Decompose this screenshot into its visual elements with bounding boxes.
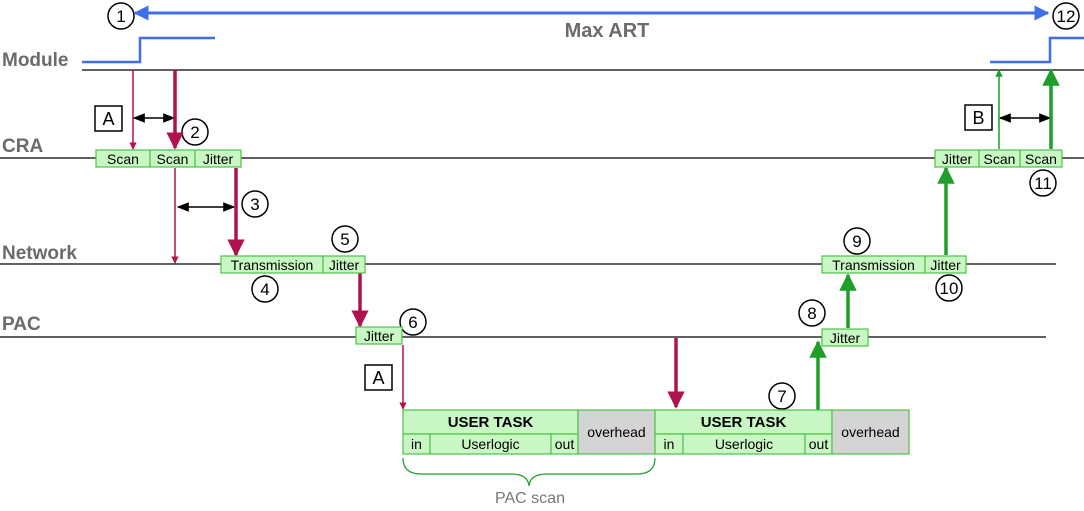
network-right-transmission-box: Transmission <box>821 255 926 274</box>
svg-text:overhead: overhead <box>841 424 899 440</box>
svg-text:in: in <box>411 436 422 452</box>
svg-text:out: out <box>809 436 829 452</box>
marker-4: 4 <box>251 275 279 303</box>
label-a-top: A <box>94 105 123 132</box>
svg-text:overhead: overhead <box>587 424 645 440</box>
cra-right-scan-box-1: Scan <box>978 149 1021 168</box>
module-signal-right <box>990 36 1084 64</box>
svg-text:Jitter: Jitter <box>329 257 360 273</box>
svg-text:B: B <box>972 108 984 128</box>
cra-right-scan-box-2: Scan <box>1019 149 1063 168</box>
svg-text:in: in <box>664 436 675 452</box>
svg-text:USER TASK: USER TASK <box>701 414 787 431</box>
svg-text:5: 5 <box>340 230 349 249</box>
label-a-pac: A <box>364 364 393 391</box>
svg-text:out: out <box>555 436 575 452</box>
svg-text:Transmission: Transmission <box>832 257 915 273</box>
svg-text:6: 6 <box>408 313 417 332</box>
svg-text:10: 10 <box>940 279 959 298</box>
svg-text:8: 8 <box>807 304 816 323</box>
svg-text:Scan: Scan <box>107 151 139 167</box>
svg-text:7: 7 <box>777 387 786 406</box>
marker-9: 9 <box>843 227 871 255</box>
svg-text:9: 9 <box>852 232 861 251</box>
pac-jitter-box: Jitter <box>355 326 403 345</box>
svg-text:Scan: Scan <box>157 151 189 167</box>
cra-scan-box-1: Scan <box>95 149 151 168</box>
svg-text:12: 12 <box>1057 7 1076 26</box>
marker-2: 2 <box>181 118 209 146</box>
svg-text:Jitter: Jitter <box>203 151 234 167</box>
diagram-title: Max ART <box>565 20 650 42</box>
svg-text:4: 4 <box>260 280 269 299</box>
svg-text:A: A <box>372 368 384 388</box>
lane-label-cra: CRA <box>2 136 43 157</box>
svg-text:Transmission: Transmission <box>231 257 314 273</box>
svg-text:Jitter: Jitter <box>930 257 961 273</box>
marker-6: 6 <box>399 308 427 336</box>
svg-text:Jitter: Jitter <box>830 330 861 346</box>
marker-7: 7 <box>768 382 796 410</box>
svg-text:Userlogic: Userlogic <box>461 436 519 452</box>
svg-text:3: 3 <box>250 195 259 214</box>
label-b: B <box>964 104 993 131</box>
marker-11: 11 <box>1029 169 1057 197</box>
svg-text:Scan: Scan <box>984 151 1016 167</box>
svg-text:A: A <box>102 109 114 129</box>
svg-text:Jitter: Jitter <box>364 328 395 344</box>
marker-3: 3 <box>241 190 269 218</box>
svg-text:Jitter: Jitter <box>942 151 973 167</box>
network-jitter-box: Jitter <box>322 255 366 274</box>
marker-5: 5 <box>331 225 359 253</box>
svg-text:USER TASK: USER TASK <box>448 414 534 431</box>
svg-text:2: 2 <box>190 123 199 142</box>
pac-scan-brace <box>402 457 656 487</box>
cra-jitter-box: Jitter <box>194 149 242 168</box>
svg-text:11: 11 <box>1034 174 1052 193</box>
lane-label-pac: PAC <box>2 314 41 335</box>
user-task-2: USER TASK in Userlogic out overhead <box>654 409 910 455</box>
user-task-1: USER TASK in Userlogic out overhead <box>402 409 656 455</box>
module-signal-left <box>82 36 215 64</box>
marker-1: 1 <box>107 2 135 30</box>
lane-label-module: Module <box>2 50 69 71</box>
cra-scan-box-2: Scan <box>149 149 196 168</box>
marker-10: 10 <box>935 274 963 302</box>
cra-right-jitter-box: Jitter <box>934 149 980 168</box>
svg-text:Userlogic: Userlogic <box>715 436 773 452</box>
pac-right-jitter-box: Jitter <box>821 328 869 347</box>
lane-label-network: Network <box>2 243 77 264</box>
svg-text:1: 1 <box>116 7 125 26</box>
network-transmission-box: Transmission <box>220 255 324 274</box>
marker-12: 12 <box>1052 2 1080 30</box>
marker-8: 8 <box>798 299 826 327</box>
network-right-jitter-box: Jitter <box>924 255 967 274</box>
svg-text:Scan: Scan <box>1025 151 1057 167</box>
pac-scan-label: PAC scan <box>495 490 565 507</box>
